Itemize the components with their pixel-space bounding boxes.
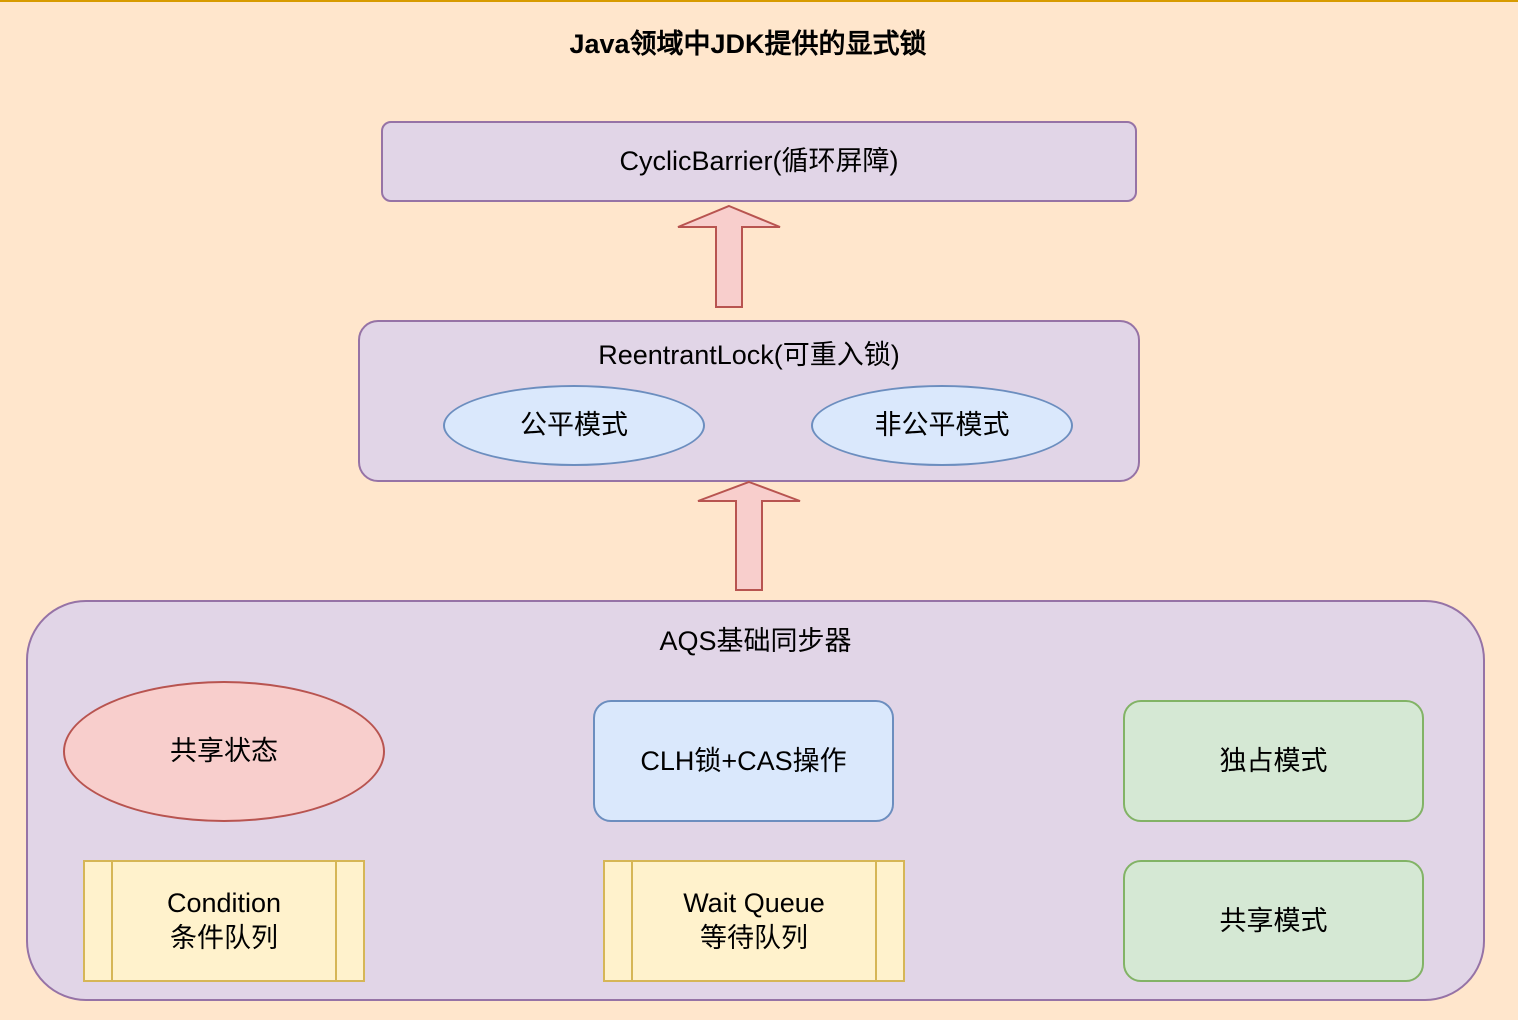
arrow-up-icon	[697, 480, 801, 591]
clh-cas-label: CLH锁+CAS操作	[640, 745, 847, 776]
top-border	[0, 0, 1518, 2]
fair-mode-node[interactable]: 公平模式	[443, 385, 705, 466]
wait-queue-node[interactable]: Wait Queue 等待队列	[603, 860, 905, 982]
condition-queue-label-en: Condition	[166, 888, 282, 918]
fair-mode-label: 公平模式	[520, 410, 628, 440]
shared-mode-label: 共享模式	[1219, 905, 1328, 936]
arrow-up-icon	[677, 204, 781, 308]
unfair-mode-label: 非公平模式	[874, 410, 1010, 440]
condition-queue-label-zh: 条件队列	[169, 923, 278, 953]
condition-queue-node[interactable]: Condition 条件队列	[83, 860, 365, 982]
shared-state-node[interactable]: 共享状态	[63, 681, 385, 822]
shared-mode-node[interactable]: 共享模式	[1123, 860, 1424, 982]
unfair-mode-node[interactable]: 非公平模式	[811, 385, 1073, 466]
process-right-bar	[335, 862, 337, 980]
exclusive-mode-node[interactable]: 独占模式	[1123, 700, 1424, 822]
condition-queue-label: Condition 条件队列	[167, 886, 281, 956]
wait-queue-label-en: Wait Queue	[683, 888, 825, 918]
wait-queue-label-zh: 等待队列	[699, 923, 808, 953]
process-left-bar	[111, 862, 113, 980]
reentrant-lock-label: ReentrantLock(可重入锁)	[598, 340, 900, 370]
arrow-reentrant-to-cyclic	[677, 204, 781, 308]
process-right-bar	[875, 862, 877, 980]
cyclic-barrier-label: CyclicBarrier(循环屏障)	[619, 146, 899, 176]
cyclic-barrier-node[interactable]: CyclicBarrier(循环屏障)	[381, 121, 1137, 202]
process-left-bar	[631, 862, 633, 980]
clh-cas-node[interactable]: CLH锁+CAS操作	[593, 700, 894, 822]
aqs-label: AQS基础同步器	[659, 626, 852, 656]
exclusive-mode-label: 独占模式	[1219, 745, 1328, 776]
arrow-aqs-to-reentrant	[697, 480, 801, 591]
diagram-title: Java领域中JDK提供的显式锁	[569, 29, 927, 59]
wait-queue-label: Wait Queue 等待队列	[683, 886, 825, 956]
shared-state-label: 共享状态	[170, 736, 278, 766]
